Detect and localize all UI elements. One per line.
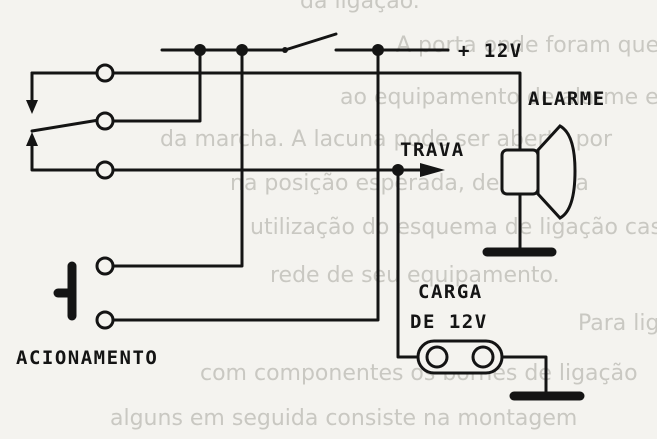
bleed-line: alguns em seguida consiste na montagem (110, 406, 577, 431)
wire-to-alarm (111, 71, 522, 152)
switch-pivot (282, 47, 288, 53)
load-terminal-left (425, 345, 449, 369)
relay-bottom-lead (30, 144, 107, 172)
siren-body (500, 148, 540, 196)
supply-switch-blade (283, 32, 338, 52)
trigger-label: ACIONAMENTO (16, 347, 158, 369)
relay-contact-blade (30, 117, 107, 133)
supply-voltage-label: + 12V (458, 40, 523, 62)
terminal-relay-bottom (95, 160, 115, 180)
bleed-line: da marcha. A lacuna pode ser aberta por (160, 127, 613, 152)
relay-contacts (26, 63, 115, 180)
terminal-trigger-top (95, 256, 115, 276)
bleed-line: rede de seu equipamento. (270, 263, 560, 288)
wire-lock-to-load (396, 168, 424, 359)
wire-common-to-rail (111, 48, 202, 123)
bleed-line: A porta onde foram quebrados muito (396, 33, 657, 58)
terminal-relay-common (95, 111, 115, 131)
lock-arrow-icon (420, 163, 445, 177)
terminal-trigger-bottom (95, 310, 115, 330)
alarm-label: ALARME (528, 88, 606, 110)
arrow-down-icon (26, 100, 38, 114)
bleed-line: Para ligarmos a alimentação e fazer (578, 311, 657, 336)
trigger-pushbutton: ACIONAMENTO (16, 48, 380, 369)
load-label-line2: DE 12V (410, 311, 488, 333)
lock-label: TRAVA (400, 139, 465, 161)
wire-trigger-to-rail (111, 48, 244, 268)
arrow-up-icon (26, 132, 38, 146)
load-terminal-right (471, 345, 495, 369)
alarm-siren: ALARME (482, 88, 606, 257)
load-ground-lead (500, 355, 548, 398)
bleed-line: da ligação. (300, 0, 420, 14)
bleed-through-text: da ligação. A porta onde foram quebrados… (110, 0, 657, 431)
terminal-relay-top (95, 63, 115, 83)
load-12v: CARGA DE 12V (396, 168, 585, 401)
bleed-line: utilização do esquema de ligação caso (250, 215, 657, 240)
horn-icon (536, 124, 577, 220)
bleed-line: ao equipamento de alarme e também (340, 85, 657, 110)
wire-trigger-to-rail-2 (111, 48, 380, 322)
load-label-line1: CARGA (418, 281, 483, 303)
